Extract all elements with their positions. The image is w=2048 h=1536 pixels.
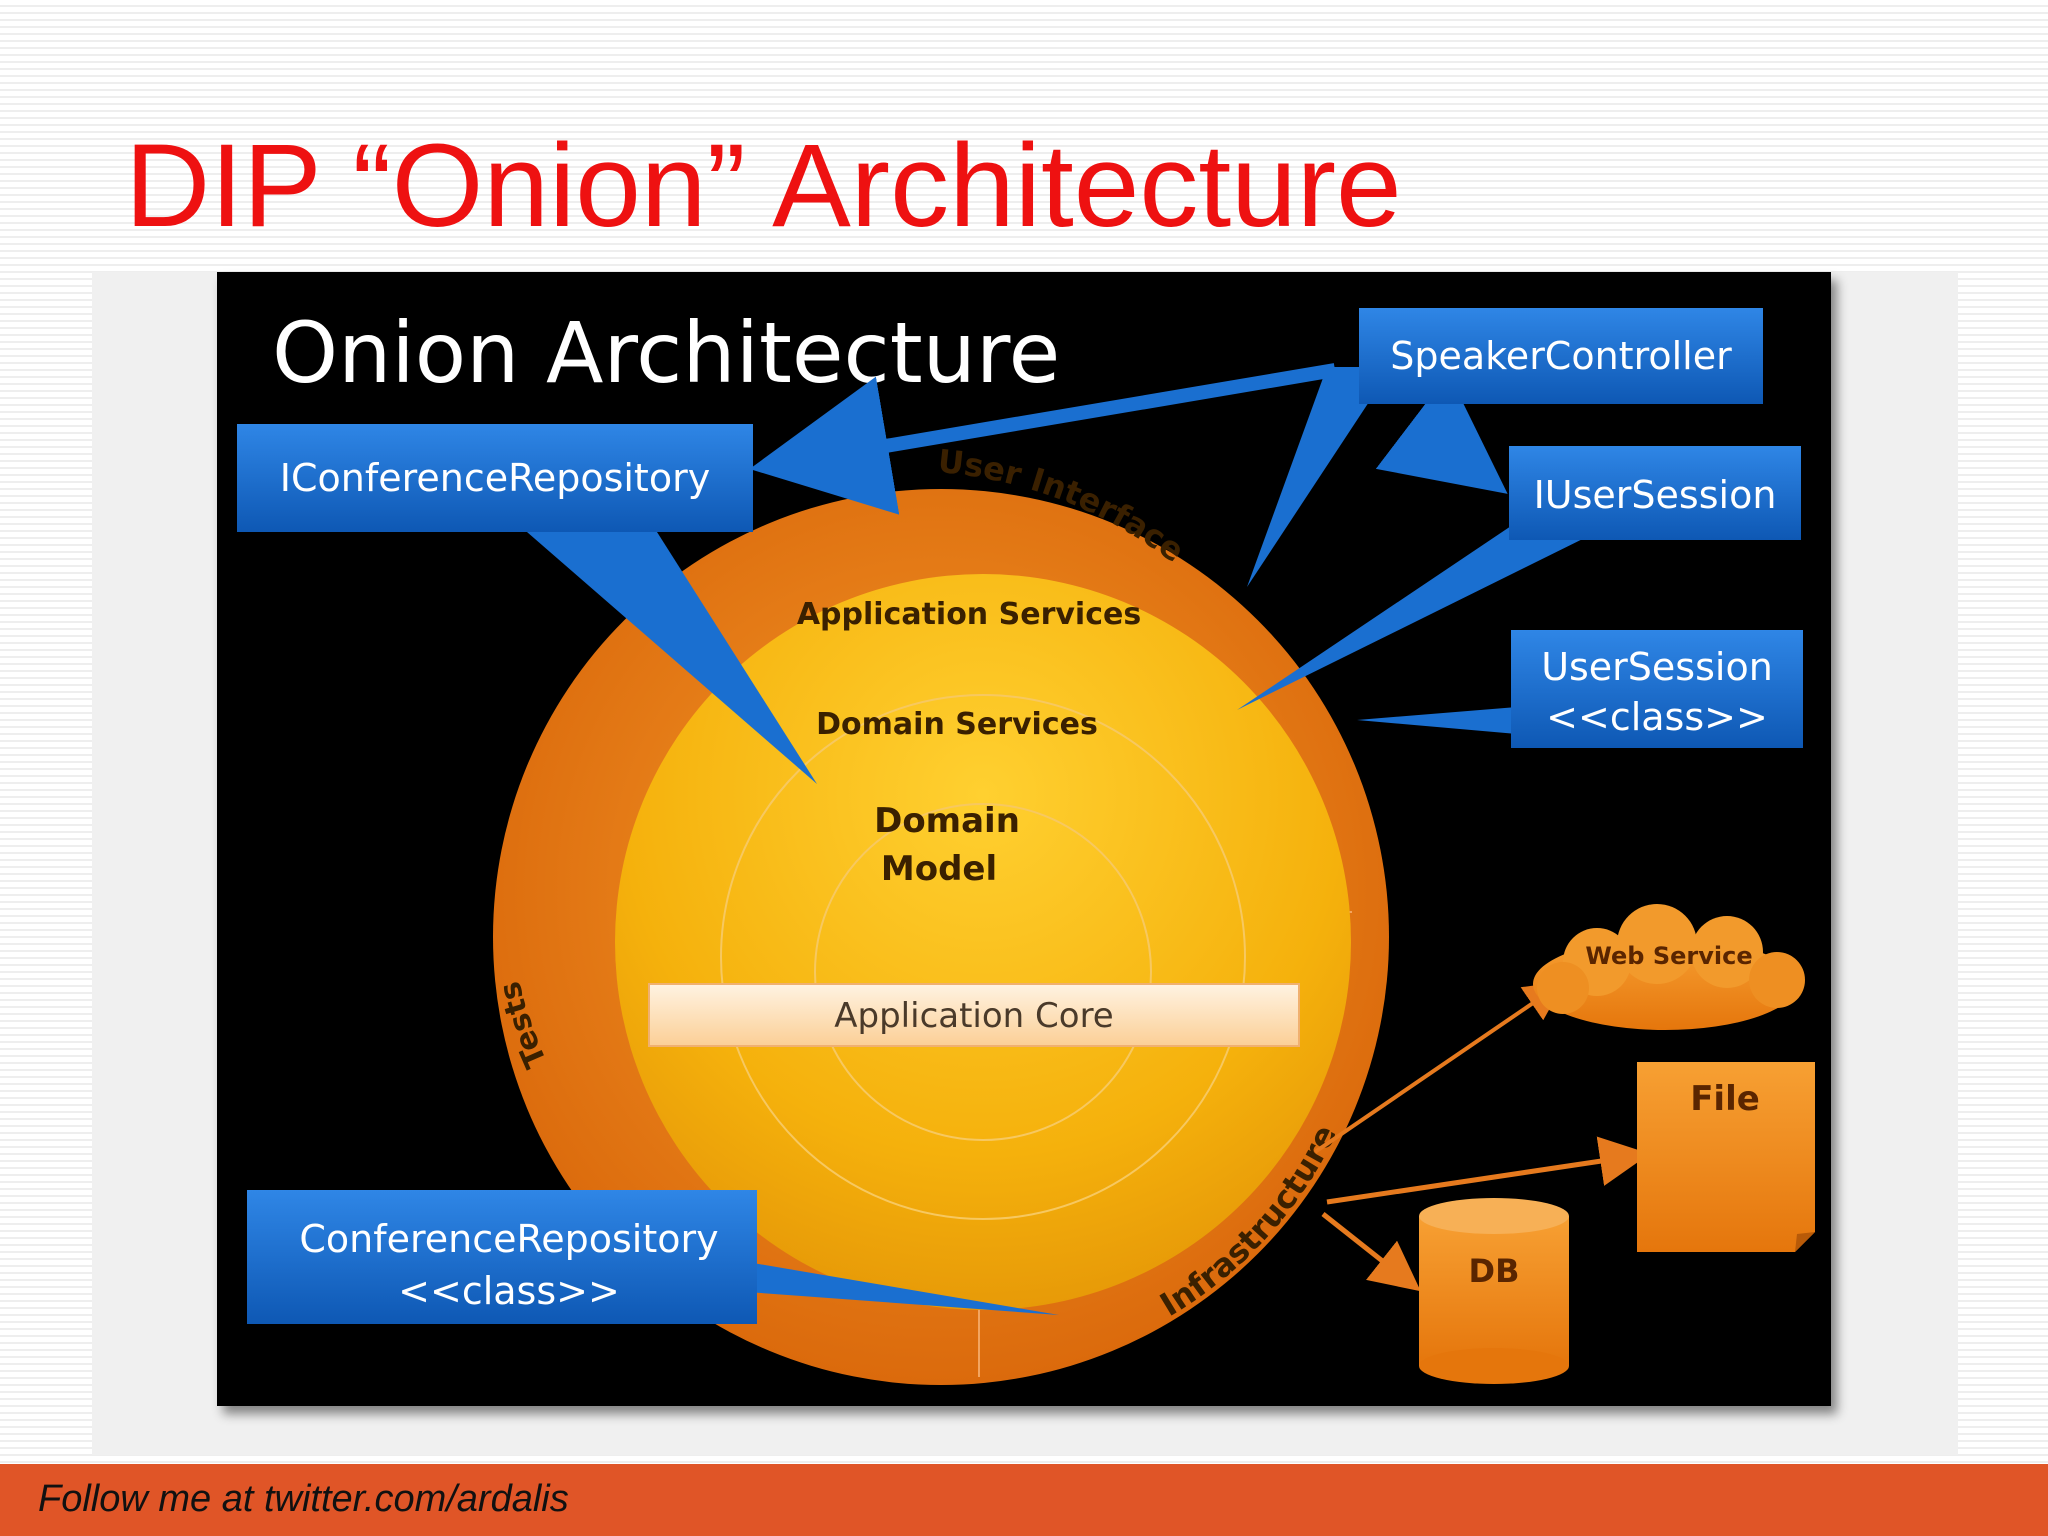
iconference-repository-pointer xyxy=(527,532,817,784)
footer-text: Follow me at twitter.com/ardalis xyxy=(38,1478,569,1520)
user-session-label-line1: UserSession xyxy=(1541,645,1773,689)
iuser-session-box xyxy=(1509,446,1801,540)
iuser-session-pointer xyxy=(1237,522,1617,710)
conference-repository-box xyxy=(247,1190,757,1324)
speaker-controller-to-iconference-arrow xyxy=(749,363,1337,515)
application-core-bar xyxy=(648,983,1300,1047)
application-core-label: Application Core xyxy=(834,996,1113,1036)
user-session-pointer xyxy=(1357,707,1517,734)
infrastructure-to-file-arrow xyxy=(1326,1136,1650,1205)
iconference-repository-box xyxy=(237,424,753,532)
iuser-session-label: IUserSession xyxy=(1534,473,1777,517)
domain-model-label-line2: Model xyxy=(881,849,997,889)
user-session-box xyxy=(1511,630,1803,748)
onion-diagram-svg: Onion Architecture User Interface Tests … xyxy=(217,272,1831,1406)
infrastructure-to-db-arrow xyxy=(1321,1212,1421,1292)
db-label: DB xyxy=(1469,1252,1520,1290)
file-corner xyxy=(1795,1232,1815,1252)
user-session-label-line2: <<class>> xyxy=(1546,695,1768,739)
file-label: File xyxy=(1690,1079,1760,1119)
speaker-controller-box xyxy=(1359,308,1763,404)
iconference-repository-label: IConferenceRepository xyxy=(280,456,710,500)
speaker-controller-to-iuser-session-arrow xyxy=(1375,373,1508,494)
web-service-cloud xyxy=(1533,904,1805,1030)
conference-repository-label-line2: <<class>> xyxy=(398,1269,620,1313)
speaker-controller-label: SpeakerController xyxy=(1390,334,1732,378)
conference-repository-label-line1: ConferenceRepository xyxy=(299,1217,718,1261)
conference-repository-pointer xyxy=(747,1262,1059,1315)
domain-model-ring xyxy=(814,803,1152,1141)
domain-services-ring xyxy=(720,694,1246,1220)
file-shape xyxy=(1637,1062,1815,1252)
domain-model-label-line1: Domain xyxy=(874,801,1020,841)
slide-title: DIP “Onion” Architecture xyxy=(125,120,1402,252)
diagram-title: Onion Architecture xyxy=(272,304,1060,402)
speaker-controller-pointer xyxy=(1247,367,1392,587)
domain-services-label: Domain Services xyxy=(816,707,1098,742)
application-services-label: Application Services xyxy=(797,597,1141,632)
web-service-label: Web Service xyxy=(1585,942,1752,970)
infrastructure-to-web-service-arrow xyxy=(1313,981,1565,1154)
onion-diagram: Onion Architecture User Interface Tests … xyxy=(217,272,1831,1406)
db-cylinder xyxy=(1419,1198,1569,1384)
footer-bar: Follow me at twitter.com/ardalis xyxy=(0,1464,2048,1536)
